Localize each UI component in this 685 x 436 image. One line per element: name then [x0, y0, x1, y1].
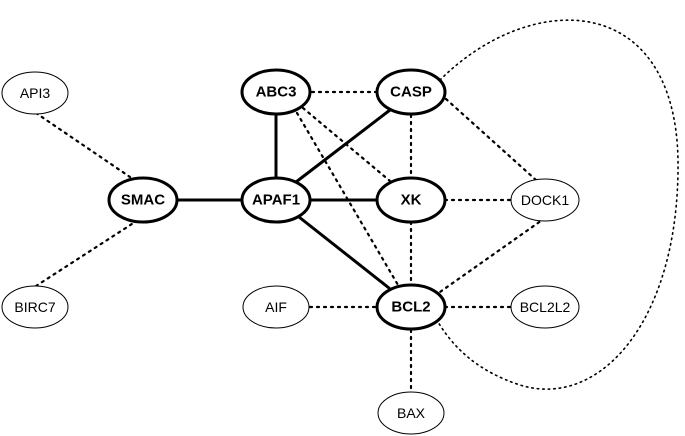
node-birc7-label: BIRC7	[14, 299, 55, 315]
node-bcl2l2[interactable]: BCL2L2	[510, 285, 580, 329]
node-bax-label: BAX	[397, 405, 426, 421]
edge-casp-bcl2-curve	[437, 19, 679, 390]
edge-casp-dock1	[444, 97, 538, 182]
node-api3-label: API3	[20, 85, 51, 101]
node-xk-label: XK	[401, 192, 422, 209]
node-birc7[interactable]: BIRC7	[1, 285, 69, 329]
node-bcl2l2-label: BCL2L2	[520, 299, 571, 315]
edge-dock1-bcl2	[438, 216, 547, 294]
node-abc3-label: ABC3	[256, 84, 297, 101]
node-dock1-label: DOCK1	[521, 192, 569, 208]
node-bax[interactable]: BAX	[377, 391, 445, 435]
node-dock1[interactable]: DOCK1	[510, 178, 580, 222]
node-casp[interactable]: CASP	[375, 68, 447, 116]
node-smac[interactable]: SMAC	[107, 176, 179, 224]
node-apaf1-label: APAF1	[252, 192, 300, 209]
node-aif-label: AIF	[265, 299, 287, 315]
node-api3[interactable]: API3	[1, 71, 69, 115]
edge-apaf1-casp	[294, 108, 392, 184]
node-abc3[interactable]: ABC3	[240, 68, 312, 116]
node-bcl2[interactable]: BCL2	[375, 283, 447, 331]
edge-abc3-xk	[301, 106, 392, 183]
nodes: ABC3 CASP API3 SMAC APAF1 XK DOCK1 BIRC	[1, 68, 580, 435]
node-apaf1[interactable]: APAF1	[240, 176, 312, 224]
edge-birc7-smac	[34, 220, 137, 288]
edge-apaf1-bcl2	[297, 215, 391, 290]
node-aif[interactable]: AIF	[242, 285, 310, 329]
edge-abc3-bcl2	[295, 111, 400, 287]
node-bcl2-label: BCL2	[391, 299, 430, 316]
node-casp-label: CASP	[390, 84, 432, 101]
edges	[34, 19, 679, 394]
edge-api3-smac	[34, 111, 132, 179]
node-xk[interactable]: XK	[375, 176, 447, 224]
node-smac-label: SMAC	[121, 192, 165, 209]
